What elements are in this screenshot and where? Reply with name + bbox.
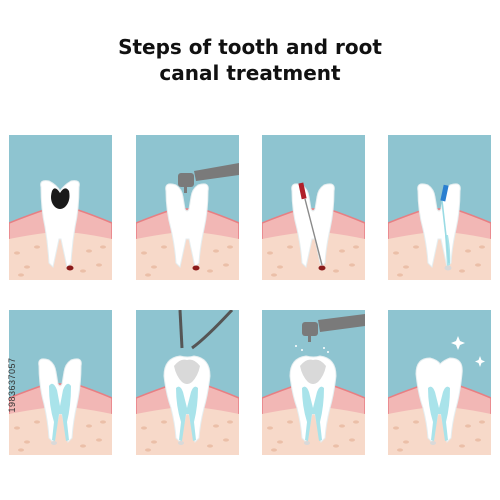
sparkle-icon [451, 336, 485, 367]
bone-speckle [207, 269, 213, 273]
dental-tweezers-icon [178, 310, 234, 350]
step-3-panel [262, 135, 365, 280]
page-title-line-2: canal treatment [159, 61, 341, 85]
bone-speckle [227, 420, 233, 424]
step-2-panel [136, 135, 239, 280]
bone-speckle [96, 263, 102, 267]
bone-speckle [277, 265, 283, 269]
bone-speckle [223, 263, 229, 267]
bone-speckle [161, 420, 167, 424]
bone-speckle [333, 269, 339, 273]
bone-speckle [141, 251, 147, 255]
bone-speckle [475, 263, 481, 267]
bone-speckle [267, 251, 273, 255]
bone-speckle [465, 249, 471, 253]
bone-speckle [413, 245, 419, 249]
bone-speckle [403, 265, 409, 269]
bone-speckle [475, 438, 481, 442]
bone-speckle [14, 426, 20, 430]
bone-speckle [403, 440, 409, 444]
bone-speckle [397, 448, 403, 452]
bone-speckle [287, 245, 293, 249]
bone-speckle [349, 438, 355, 442]
bone-speckle [465, 424, 471, 428]
step-8-panel [388, 310, 491, 455]
step-4-panel [388, 135, 491, 280]
step-5-panel [9, 310, 112, 455]
crown-drilling-icon [262, 310, 365, 455]
bone-speckle [223, 438, 229, 442]
bone-speckle [100, 245, 106, 249]
bone-speckle [161, 245, 167, 249]
bone-speckle [151, 440, 157, 444]
bone-speckle [145, 273, 151, 277]
bone-speckle [353, 245, 359, 249]
bone-speckle [34, 245, 40, 249]
bone-speckle [339, 424, 345, 428]
restored-tooth-icon [388, 310, 491, 455]
bone-speckle [14, 251, 20, 255]
endodontic-file-icon [298, 182, 323, 266]
bone-speckle [24, 440, 30, 444]
bone-speckle [96, 438, 102, 442]
bone-speckle [213, 249, 219, 253]
step-1-panel [9, 135, 112, 280]
root-canal-irrigation-icon [388, 135, 491, 280]
bone-speckle [479, 245, 485, 249]
bone-speckle [24, 265, 30, 269]
root-canal-file-cleaning-icon [262, 135, 365, 280]
bone-speckle [86, 249, 92, 253]
dental-drill-icon [178, 163, 239, 193]
bone-speckle [271, 448, 277, 452]
bone-speckle [100, 420, 106, 424]
decayed-tooth-icon [9, 135, 112, 280]
temporary-filling-tweezers-icon [136, 310, 239, 455]
bone-speckle [141, 426, 147, 430]
bone-speckle [145, 448, 151, 452]
bone-speckle [80, 444, 86, 448]
drill-opening-tooth-icon [136, 135, 239, 280]
bone-speckle [459, 269, 465, 273]
bone-speckle [34, 420, 40, 424]
bone-speckle [18, 273, 24, 277]
bone-speckle [393, 251, 399, 255]
bone-speckle [413, 420, 419, 424]
bone-speckle [267, 426, 273, 430]
filled-root-canals-icon [9, 310, 112, 455]
bone-speckle [397, 273, 403, 277]
bone-speckle [277, 440, 283, 444]
bone-speckle [287, 420, 293, 424]
bone-speckle [349, 263, 355, 267]
bone-speckle [393, 426, 399, 430]
step-7-panel [262, 310, 365, 455]
bone-speckle [271, 273, 277, 277]
step-6-panel [136, 310, 239, 455]
page-title-line-1: Steps of tooth and root [118, 35, 382, 59]
bone-speckle [353, 420, 359, 424]
bone-speckle [479, 420, 485, 424]
endodontic-file-icon [440, 184, 450, 264]
sparkle-icon [295, 345, 329, 353]
bone-speckle [339, 249, 345, 253]
bone-speckle [207, 444, 213, 448]
bone-speckle [213, 424, 219, 428]
bone-speckle [80, 269, 86, 273]
bone-speckle [151, 265, 157, 269]
bone-speckle [333, 444, 339, 448]
bone-speckle [227, 245, 233, 249]
bone-speckle [18, 448, 24, 452]
bone-speckle [459, 444, 465, 448]
bone-speckle [86, 424, 92, 428]
stock-id-text: 1983637057 [7, 357, 17, 413]
dental-drill-icon [302, 314, 365, 342]
page-title: Steps of tooth and root canal treatment [0, 34, 500, 86]
